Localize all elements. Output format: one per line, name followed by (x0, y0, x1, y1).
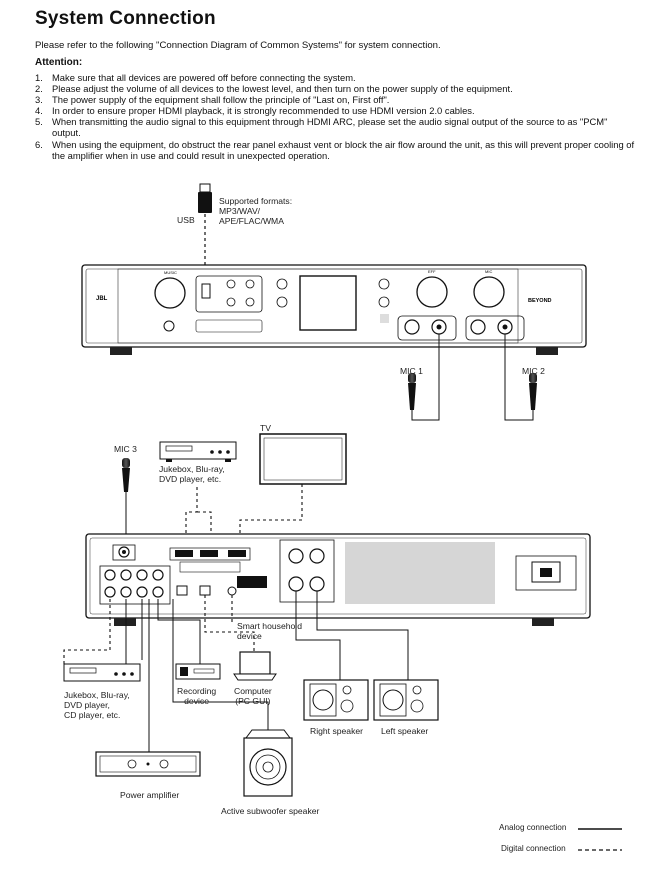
tv-label: TV (260, 423, 271, 433)
usb-label: USB (177, 215, 195, 225)
analog-legend-label: Analog connection (499, 823, 567, 832)
subwoofer-label: Active subwoofer speaker (221, 806, 320, 816)
music-knob (154, 277, 186, 309)
jukebox-top-icon (159, 441, 237, 462)
recording-link-2 (157, 599, 201, 664)
mic1-icon (408, 373, 416, 410)
item-text: The power supply of the equipment shall … (52, 94, 390, 106)
list-item: 2. Please adjust the volume of all device… (35, 83, 635, 94)
list-item: 1. Make sure that all devices are powered… (35, 72, 635, 83)
tv-icon (259, 433, 347, 485)
item-number: 1. (35, 72, 43, 83)
jukebox-top-label: Jukebox, Blu-ray, DVD player, etc. (159, 464, 225, 484)
item-number: 2. (35, 83, 43, 95)
supported-formats-label: Supported formats: MP3/WAV/ APE/FLAC/WMA (219, 196, 293, 226)
front-panel: JBL MUSIC EFF MIC BEYOND (81, 264, 587, 355)
item-number: 5. (35, 116, 43, 128)
front-brand: JBL (96, 296, 108, 302)
rear-panel (85, 533, 591, 626)
mic1-label: MIC 1 (400, 366, 423, 376)
left-speaker-wire (316, 591, 409, 680)
attention-list: 1. Make sure that all devices are powered… (35, 72, 635, 161)
jukebox-bottom-icon (63, 663, 141, 682)
computer-digital-link (204, 595, 255, 652)
display-screen (299, 275, 357, 331)
subwoofer-link (172, 599, 269, 730)
jukebox-bottom-digital-link (63, 599, 111, 664)
item-text: In order to ensure proper HDMI playback,… (52, 105, 475, 117)
eff-knob-label: EFF (428, 269, 436, 274)
mic1-cable (411, 334, 440, 421)
right-speaker-icon (303, 679, 369, 721)
mic2-label: MIC 2 (522, 366, 545, 376)
mic2-icon (529, 373, 537, 410)
power-amplifier-icon (95, 751, 201, 777)
eff-knob (416, 276, 448, 308)
intro-text: Please refer to the following "Connectio… (35, 40, 441, 51)
item-text: Please adjust the volume of all devices … (52, 83, 513, 95)
music-knob-label: MUSIC (164, 270, 177, 275)
item-text: Make sure that all devices are powered o… (52, 72, 356, 83)
right-speaker-wire (295, 591, 341, 680)
item-number: 6. (35, 138, 43, 150)
smart-device-label: Smart household device (237, 621, 302, 641)
recording-device-icon (175, 663, 221, 680)
mic2-cable (504, 334, 534, 421)
item-number: 4. (35, 105, 43, 117)
left-speaker-label: Left speaker (381, 726, 429, 736)
subwoofer-icon (243, 729, 293, 797)
list-item: 5. When transmitting the audio signal to … (35, 116, 635, 138)
item-text: When using the equipment, do obstruct th… (52, 138, 635, 161)
item-text: When transmitting the audio signal to th… (52, 116, 608, 139)
power-icon (163, 320, 175, 332)
usb-stick-icon (198, 183, 212, 213)
mic3-icon (122, 458, 130, 492)
mic-knob (473, 276, 505, 308)
mic3-label: MIC 3 (114, 444, 137, 454)
jukebox-top-digital-link (185, 487, 198, 545)
list-item: 6. When using the equipment, do obstruct … (35, 139, 635, 161)
laptop-icon (233, 651, 277, 681)
list-item: 4. In order to ensure proper HDMI playbac… (35, 105, 635, 116)
attention-heading: Attention: (35, 57, 83, 68)
digital-legend-label: Digital connection (501, 844, 566, 853)
page-title: System Connection (35, 8, 216, 29)
left-speaker-icon (373, 679, 439, 721)
item-number: 3. (35, 94, 43, 106)
front-model: BEYOND (528, 298, 552, 304)
mic-knob-label: MIC (485, 269, 492, 274)
computer-label: Computer (PC GUI) (234, 686, 272, 706)
tv-digital-link (239, 484, 303, 545)
right-speaker-label: Right speaker (310, 726, 364, 736)
recording-device-label: Recording device (177, 686, 217, 706)
list-item: 3. The power supply of the equipment shal… (35, 94, 635, 105)
jukebox-bottom-label: Jukebox, Blu-ray, DVD player, CD player,… (64, 690, 130, 720)
power-amplifier-label: Power amplifier (120, 790, 180, 800)
